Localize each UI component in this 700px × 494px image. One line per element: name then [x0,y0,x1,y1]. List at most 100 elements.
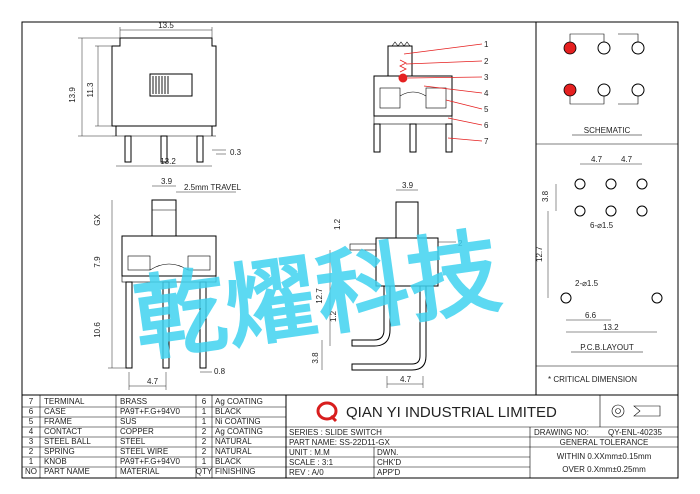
unit-text: UNIT : M.M [289,448,330,457]
watermark: 乾燿科技 [128,218,507,375]
bom-header-no: NO [25,467,37,476]
bom-row-finishing: NATURAL [215,447,252,456]
drawing-no-label: DRAWING NO: [534,428,589,437]
dim-ra-t3: 1.2 [329,310,338,322]
dim-front-inner-height: 11.3 [86,82,95,98]
dim-gx: GX [93,214,102,226]
dim-front-height: 13.9 [68,87,77,103]
bom-row-material: STEEL WIRE [120,447,168,456]
bom-row-qty: 1 [202,407,207,416]
bom-row-qty: 2 [202,447,207,456]
callout-4: 4 [484,89,489,98]
bom-row-no: 1 [29,457,34,466]
bom-header-qty: QTY [196,467,213,476]
bom-row-part: FRAME [44,417,72,426]
bom-header-finishing: FINISHING [215,467,255,476]
bom-row-no: 2 [29,447,34,456]
bom-row-no: 6 [29,407,34,416]
callout-3: 3 [484,73,489,82]
bom-row-part: CASE [44,407,66,416]
bom-row-finishing: BLACK [215,407,242,416]
dim-ra-t1: 1.2 [333,218,342,230]
dim-body-height: 7.9 [93,256,102,268]
bom-row-part: TERMINAL [44,397,85,406]
scale-text: SCALE : 3:1 [289,458,334,467]
title-block: QIAN YI INDUSTRIAL LIMITED SERIES : SLID… [285,394,679,479]
tolerance-2: OVER 0.Xmm±0.25mm [562,465,646,474]
bom-row-part: STEEL BALL [44,437,91,446]
side-view: 3.9 2.5mm TRAVEL GX 7.9 10.6 4.7 0.8 [93,177,242,390]
dim-base-width: 13.2 [160,157,176,166]
schematic-label: SCHEMATIC [584,126,631,135]
pcb-row-gap: 3.8 [541,190,550,202]
bom-row-qty: 6 [202,397,207,406]
dim-pitch: 4.7 [147,377,159,386]
bom-row-material: PA9T+F.G+94V0 [120,457,180,466]
dim-front-width: 13.5 [158,21,174,30]
dim-ra-height: 12.7 [315,288,324,304]
callout-7: 7 [484,137,489,146]
bom-row-finishing: Ni COATING [215,417,261,426]
chkd-text: CHK'D [377,458,401,467]
bom-row-no: 4 [29,427,34,436]
series-text: SERIES : SLIDE SWITCH [289,428,382,437]
dwn-text: DWN. [377,448,398,457]
pcb-width: 13.2 [603,323,619,332]
tolerance-title: GENERAL TOLERANCE [560,438,649,447]
bom-row-finishing: Ag COATING [215,427,263,436]
company-name: QIAN YI INDUSTRIAL LIMITED [346,404,557,421]
bom-row-material: STEEL [120,437,146,446]
pcb-large-hole: 2-⌀1.5 [575,279,599,288]
critical-note: * CRITICAL DIMENSION [548,375,637,384]
bom-row-qty: 2 [202,437,207,446]
bom-row-no: 5 [29,417,34,426]
appd-text: APP'D [377,468,401,477]
bom-row-part: KNOB [44,457,67,466]
bom-row-qty: 1 [202,457,207,466]
right-angle-view: 3.9 1.2 2 12.7 1.2 3.8 4.7 [311,181,463,388]
bom-row-material: SUS [120,417,136,426]
pcb-small-hole: 6-⌀1.5 [590,221,614,230]
bom-row-material: BRASS [120,397,147,406]
front-view: 13.5 13.9 11.3 13.2 0.3 [68,21,242,167]
schematic: SCHEMATIC [563,33,645,136]
dim-pin-offset: 0.3 [230,148,242,157]
bom-row-finishing: Ag COATING [215,397,263,406]
bom-row-no: 3 [29,437,34,446]
part-name-text: PART NAME: SS-22D11-GX [289,438,390,447]
dim-ra-t2: 2 [458,239,463,248]
callout-2: 2 [484,57,489,66]
rev-text: REV : A/0 [289,468,324,477]
steel-ball-marker [398,73,408,83]
bom-header-part: PART NAME [44,467,90,476]
drawing-no: QY-ENL-40235 [608,428,663,437]
pcb-offset: 6.6 [585,311,597,320]
bom-row-part: CONTACT [44,427,82,436]
bom-row-finishing: NATURAL [215,437,252,446]
bom-row-no: 7 [29,397,34,406]
bom-table [21,394,287,479]
bom-row-material: PA9T+F.G+94V0 [120,407,180,416]
bom-row-material: COPPER [120,427,154,436]
pcb-height: 12.7 [535,246,544,262]
bom-row-finishing: BLACK [215,457,242,466]
pcb-pitch-b: 4.7 [621,155,633,164]
callout-5: 5 [484,105,489,114]
bom-row-part: SPRING [44,447,75,456]
dim-pin-width: 0.8 [214,367,226,376]
callout-1: 1 [484,40,489,49]
callout-6: 6 [484,121,489,130]
tolerance-1: WITHIN 0.XXmm±0.15mm [557,452,652,461]
pcb-layout: 4.7 4.7 3.8 12.7 6-⌀1.5 2-⌀1.5 6.6 13.2 … [535,155,663,353]
pcb-label: P.C.B.LAYOUT [580,343,634,352]
pcb-pitch-a: 4.7 [591,155,603,164]
bom-row-qty: 1 [202,417,207,426]
dim-ra-knob: 3.9 [402,181,414,190]
dim-travel: 2.5mm TRAVEL [184,183,242,192]
dim-ra-pitch: 4.7 [400,375,412,384]
bom-header-material: MATERIAL [120,467,160,476]
dim-pin-length: 10.6 [93,322,102,338]
